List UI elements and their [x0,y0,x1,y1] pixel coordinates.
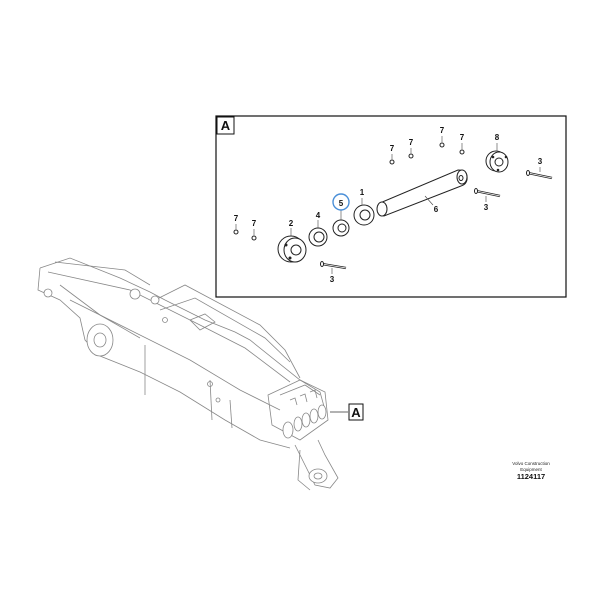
label-3-bottom: 3 [330,275,335,284]
label-7-top-a: 7 [390,144,395,153]
detail-box-letter: A [221,118,231,133]
boom-assembly [37,257,339,491]
callout-letter: A [351,405,361,420]
part-7-screws-top[interactable] [389,142,465,165]
part-3-bolt-a[interactable] [320,261,347,270]
diagram-part-number: 1124117 [516,472,546,481]
publisher-name: Volvo Construction Equipment [506,461,556,472]
part-1-ring[interactable] [353,204,375,226]
highlight-circle [332,193,350,211]
label-6: 6 [434,205,439,214]
label-8: 8 [495,133,500,142]
publisher-line-1: Volvo Construction [512,461,550,466]
part-8-plate[interactable] [485,150,509,173]
label-7-left-b: 7 [252,219,257,228]
label-1: 1 [360,188,365,197]
label-3-middle: 3 [484,203,489,212]
label-7-top-c: 7 [440,126,445,135]
part-7-screws-left[interactable] [233,229,257,241]
part-3-bolt-c[interactable] [526,170,553,180]
part-2-plate[interactable] [277,235,307,263]
publisher-line-2: Equipment [520,466,542,472]
label-7-top-d: 7 [460,133,465,142]
callout-a[interactable]: A [330,403,364,421]
part-4-washer[interactable] [308,227,328,247]
label-4: 4 [316,211,321,220]
label-5: 5 [339,199,344,208]
part-5-ring[interactable] [332,219,350,237]
label-7-left-a: 7 [234,214,239,223]
label-2: 2 [289,219,294,228]
part-6-pin[interactable] [376,169,468,217]
part-3-bolt-b[interactable] [474,188,501,198]
label-3-right: 3 [538,157,543,166]
label-7-top-b: 7 [409,138,414,147]
